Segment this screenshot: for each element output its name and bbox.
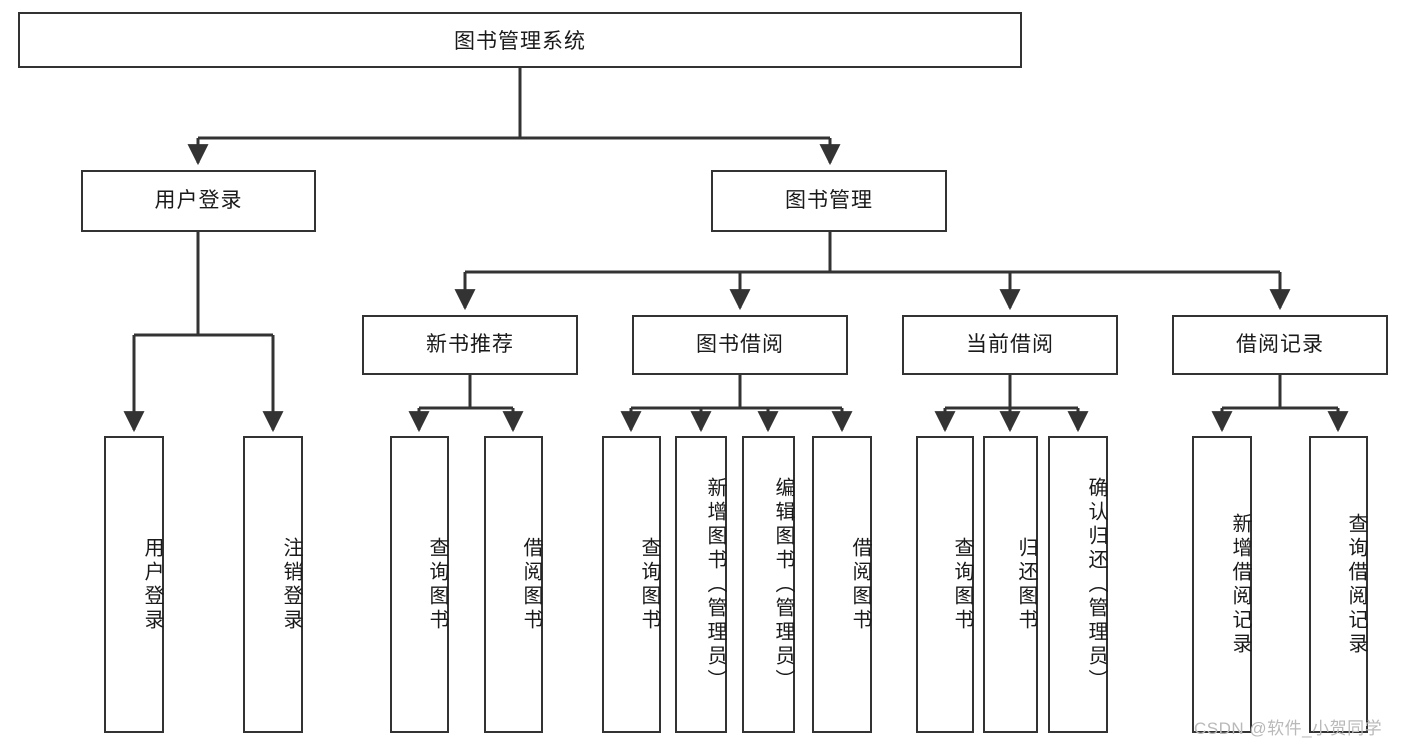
node-leaf-add-book-label: 新增图书（管理员） bbox=[704, 476, 726, 693]
node-current-borrow[interactable]: 当前借阅 bbox=[902, 315, 1118, 375]
node-borrow-record-label: 借阅记录 bbox=[1236, 333, 1324, 357]
node-leaf-borrow-book-1-label: 借阅图书 bbox=[520, 536, 542, 633]
node-leaf-logout-login[interactable]: 注销登录 bbox=[243, 436, 303, 733]
node-leaf-borrow-book-1[interactable]: 借阅图书 bbox=[484, 436, 543, 733]
node-leaf-edit-book[interactable]: 编辑图书（管理员） bbox=[742, 436, 795, 733]
node-root-label: 图书管理系统 bbox=[454, 30, 586, 53]
node-borrow-record[interactable]: 借阅记录 bbox=[1172, 315, 1388, 375]
node-leaf-add-book[interactable]: 新增图书（管理员） bbox=[675, 436, 727, 733]
node-user-login-label: 用户登录 bbox=[154, 189, 243, 213]
node-new-book-recommend-label: 新书推荐 bbox=[426, 333, 514, 357]
node-leaf-return-book-label: 归还图书 bbox=[1015, 536, 1037, 633]
node-leaf-user-login-label: 用户登录 bbox=[141, 536, 163, 633]
node-leaf-query-book-1-label: 查询图书 bbox=[426, 536, 448, 633]
node-new-book-recommend[interactable]: 新书推荐 bbox=[362, 315, 578, 375]
node-root[interactable]: 图书管理系统 bbox=[18, 12, 1022, 68]
node-leaf-user-login[interactable]: 用户登录 bbox=[104, 436, 164, 733]
node-book-borrow[interactable]: 图书借阅 bbox=[632, 315, 848, 375]
node-book-manage-label: 图书管理 bbox=[785, 189, 873, 213]
node-leaf-add-borrow-record[interactable]: 新增借阅记录 bbox=[1192, 436, 1252, 733]
node-leaf-query-book-3-label: 查询图书 bbox=[951, 536, 973, 633]
node-leaf-return-book[interactable]: 归还图书 bbox=[983, 436, 1038, 733]
node-leaf-confirm-return[interactable]: 确认归还（管理员） bbox=[1048, 436, 1108, 733]
node-leaf-query-book-3[interactable]: 查询图书 bbox=[916, 436, 974, 733]
node-leaf-query-borrow-record[interactable]: 查询借阅记录 bbox=[1309, 436, 1368, 733]
node-leaf-borrow-book-2-label: 借阅图书 bbox=[849, 536, 871, 633]
node-leaf-confirm-return-label: 确认归还（管理员） bbox=[1085, 476, 1107, 693]
node-leaf-edit-book-label: 编辑图书（管理员） bbox=[772, 476, 794, 693]
node-book-borrow-label: 图书借阅 bbox=[696, 333, 784, 357]
csdn-watermark: CSDN @软件_小贺同学 bbox=[1194, 719, 1383, 738]
node-leaf-borrow-book-2[interactable]: 借阅图书 bbox=[812, 436, 872, 733]
node-leaf-query-borrow-record-label: 查询借阅记录 bbox=[1345, 512, 1367, 657]
node-leaf-logout-login-label: 注销登录 bbox=[280, 536, 302, 633]
node-leaf-query-book-2[interactable]: 查询图书 bbox=[602, 436, 661, 733]
node-book-manage[interactable]: 图书管理 bbox=[711, 170, 947, 232]
node-user-login[interactable]: 用户登录 bbox=[81, 170, 316, 232]
node-leaf-query-book-1[interactable]: 查询图书 bbox=[390, 436, 449, 733]
node-leaf-query-book-2-label: 查询图书 bbox=[638, 536, 660, 633]
node-current-borrow-label: 当前借阅 bbox=[966, 333, 1054, 357]
node-leaf-add-borrow-record-label: 新增借阅记录 bbox=[1229, 512, 1251, 657]
